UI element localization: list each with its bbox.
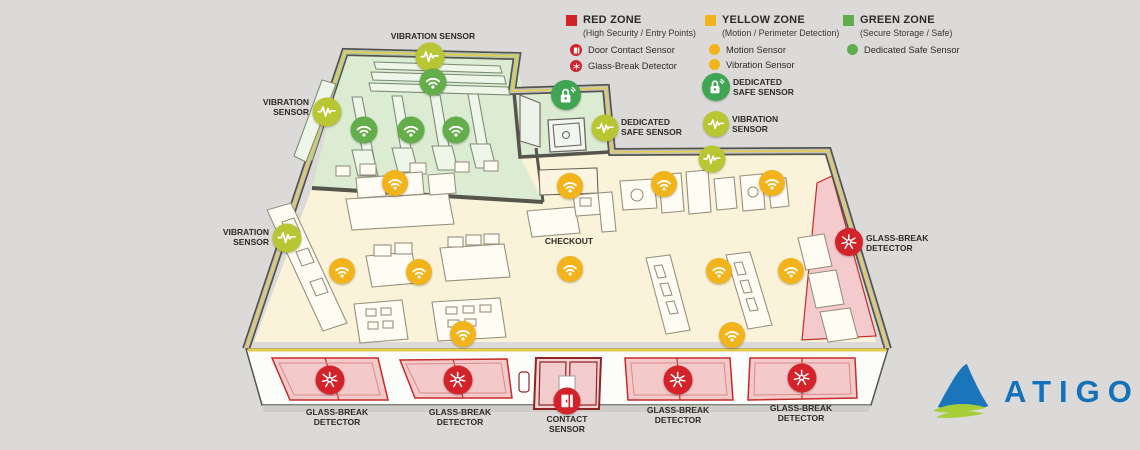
motion-sensor-green-icon xyxy=(397,116,425,144)
red-zone-swatch xyxy=(566,14,577,26)
glass-break-icon xyxy=(570,60,582,72)
green-zone-subtitle: (Secure Storage / Safe) xyxy=(860,28,953,38)
door-contact-sensor-icon xyxy=(553,387,581,415)
door-contact-icon xyxy=(570,44,582,56)
motion-sensor-icon xyxy=(759,170,785,196)
safe-dot-icon xyxy=(847,44,858,55)
entry-door xyxy=(518,357,603,410)
glass-break-detector-icon xyxy=(787,363,817,393)
legend-item-label: Vibration Sensor xyxy=(726,59,795,70)
red-zone-subtitle: (High Security / Entry Points) xyxy=(583,28,696,38)
vibration-sensor-icon xyxy=(312,97,342,127)
motion-sensor-icon xyxy=(557,173,583,199)
yellow-zone-swatch xyxy=(705,14,716,26)
motion-sensor-icon xyxy=(450,321,476,347)
motion-sensor-green-icon xyxy=(419,68,447,96)
motion-sensor-icon xyxy=(406,259,432,285)
atigo-logo-text: ATIGO xyxy=(1004,373,1140,409)
vibration-dot-icon xyxy=(709,59,720,70)
atigo-logo-mark xyxy=(933,363,989,419)
atigo-logo: ATIGO xyxy=(932,360,1140,422)
legend-dedicated-safe-sensor-icon xyxy=(702,73,730,101)
green-zone-title: GREEN ZONE xyxy=(860,14,935,26)
glass-break-detector-icon xyxy=(663,365,693,395)
legend-vibration-sensor-icon xyxy=(703,111,729,137)
vibration-sensor-icon xyxy=(272,223,302,253)
motion-dot-icon xyxy=(709,44,720,55)
motion-sensor-icon xyxy=(719,322,745,348)
legend-item-glass-break: Glass-Break Detector xyxy=(570,60,705,72)
legend-item-label: Door Contact Sensor xyxy=(588,45,675,55)
legend-item-label: Dedicated Safe Sensor xyxy=(864,44,960,55)
yellow-zone-title: YELLOW ZONE xyxy=(722,14,805,26)
vibration-sensor-icon xyxy=(698,145,726,173)
legend-green-zone: GREEN ZONE (Secure Storage / Safe) Dedic… xyxy=(843,14,982,72)
motion-sensor-icon xyxy=(557,256,583,282)
motion-sensor-green-icon xyxy=(350,116,378,144)
legend-item-vibration: Vibration Sensor xyxy=(709,59,843,70)
glass-break-detector-icon xyxy=(443,365,473,395)
vibration-sensor-icon xyxy=(415,42,445,72)
motion-sensor-icon xyxy=(778,258,804,284)
legend-item-label: Motion Sensor xyxy=(726,44,786,55)
motion-sensor-icon xyxy=(329,258,355,284)
motion-sensor-icon xyxy=(706,258,732,284)
red-zone-title: RED ZONE xyxy=(583,14,642,26)
yellow-zone-subtitle: (Motion / Perimeter Detection) xyxy=(722,28,840,38)
vibration-sensor-icon xyxy=(591,114,619,142)
glass-break-detector-icon xyxy=(315,365,345,395)
legend: RED ZONE (High Security / Entry Points) … xyxy=(566,14,982,72)
legend-red-zone: RED ZONE (High Security / Entry Points) … xyxy=(566,14,705,72)
glass-break-detector-icon xyxy=(835,228,863,256)
legend-item-safe: Dedicated Safe Sensor xyxy=(847,44,982,55)
motion-sensor-icon xyxy=(382,170,408,196)
legend-item-door-contact: Door Contact Sensor xyxy=(570,44,705,56)
legend-yellow-zone: YELLOW ZONE (Motion / Perimeter Detectio… xyxy=(705,14,843,72)
motion-sensor-green-icon xyxy=(442,116,470,144)
green-zone-swatch xyxy=(843,14,854,26)
dedicated-safe-sensor-icon xyxy=(551,80,581,110)
legend-item-motion: Motion Sensor xyxy=(709,44,843,55)
legend-item-label: Glass-Break Detector xyxy=(588,61,677,71)
door-intercom xyxy=(518,371,530,393)
motion-sensor-icon xyxy=(651,171,677,197)
